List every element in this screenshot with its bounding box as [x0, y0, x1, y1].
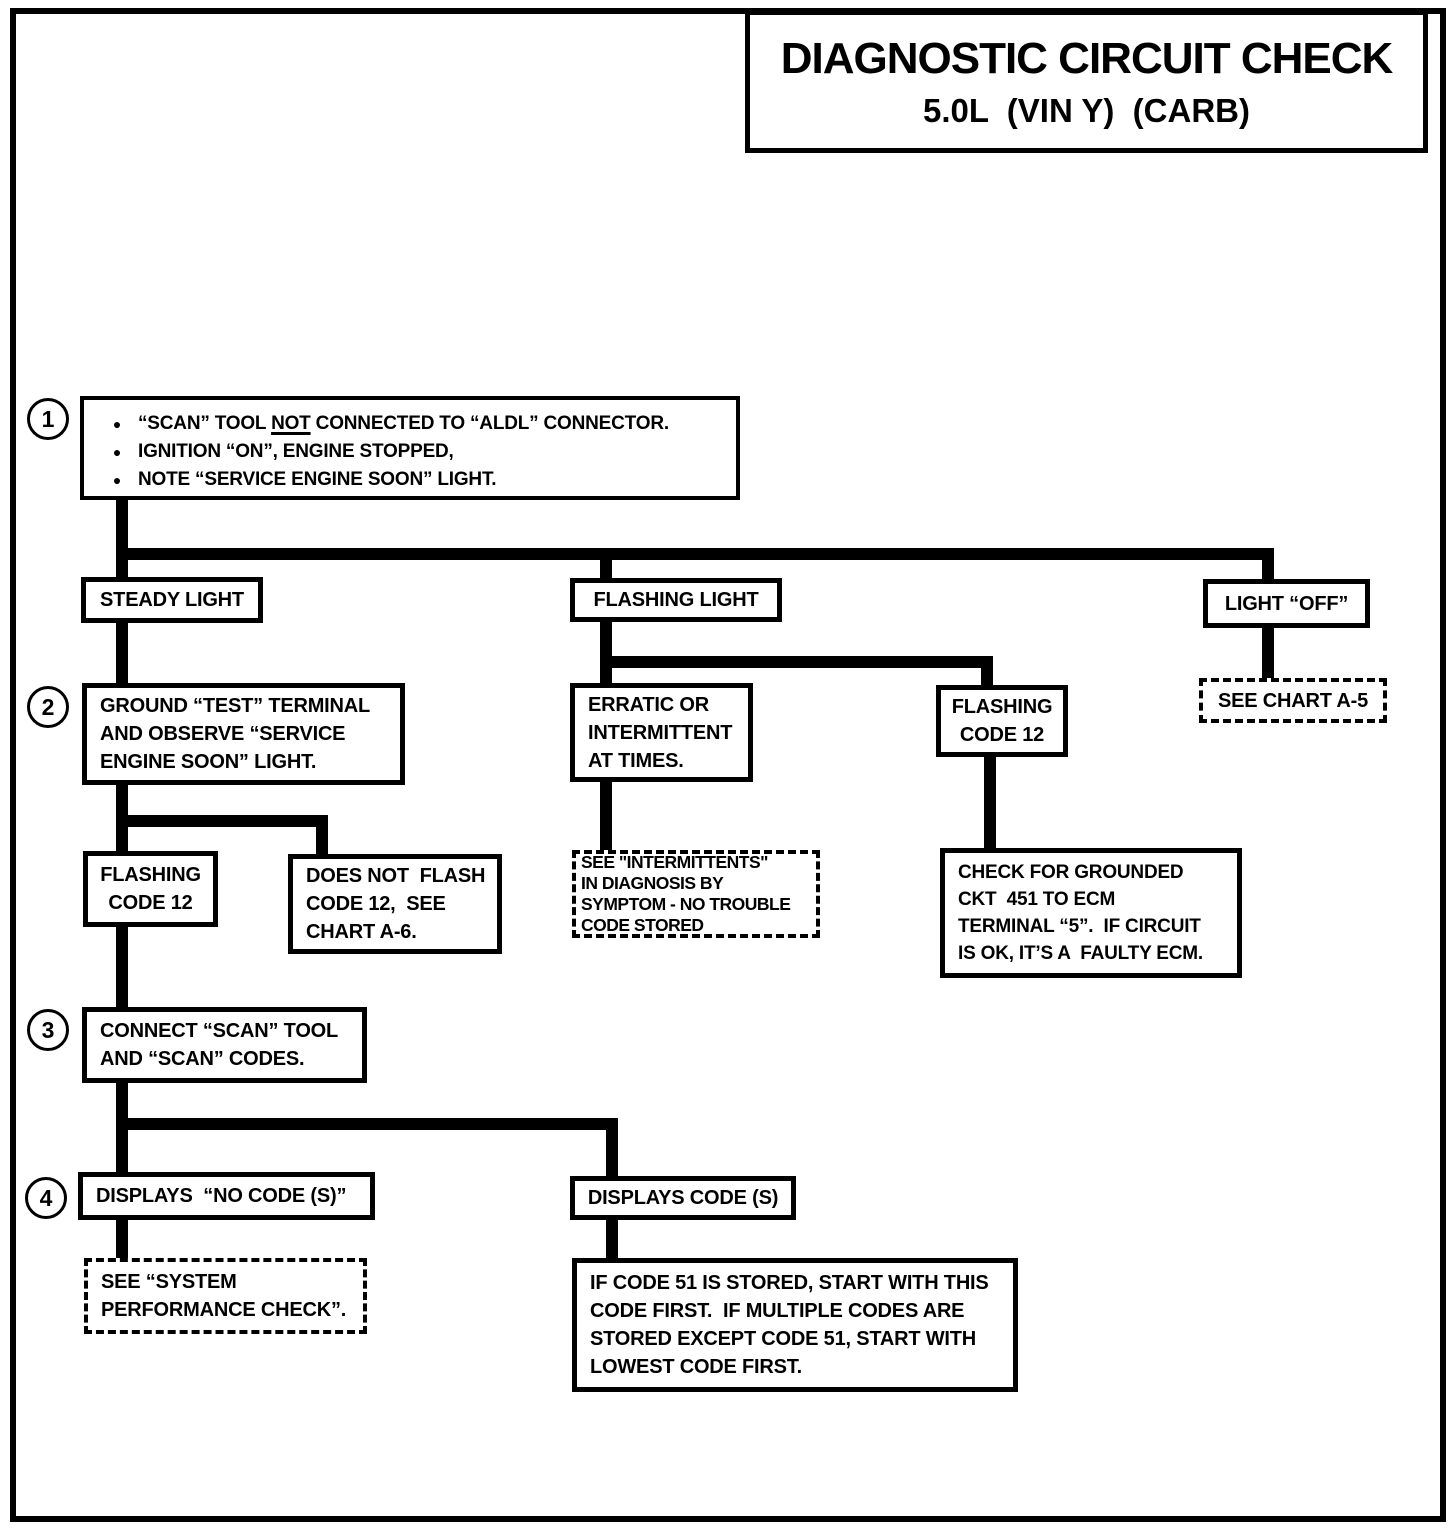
node-connect-scan-tool: CONNECT “SCAN” TOOL AND “SCAN” CODES. — [82, 1007, 367, 1083]
node-displays-codes: DISPLAYS CODE (S) — [570, 1176, 796, 1220]
start-bullet-1: ● “SCAN” TOOL NOT CONNECTED TO “ALDL” CO… — [96, 410, 728, 438]
node-system-performance-check: SEE “SYSTEM PERFORMANCE CHECK”. — [84, 1258, 367, 1334]
node-erratic-intermittent: ERRATIC OR INTERMITTENT AT TIMES. — [570, 683, 753, 782]
step-marker-1: 1 — [27, 398, 69, 440]
node-ground-test-terminal: GROUND “TEST” TERMINAL AND OBSERVE “SERV… — [82, 683, 405, 785]
node-displays-no-codes: DISPLAYS “NO CODE (S)” — [78, 1172, 375, 1220]
node-code-51-priority: IF CODE 51 IS STORED, START WITH THIS CO… — [572, 1258, 1018, 1392]
start-bullet-3: ● NOTE “SERVICE ENGINE SOON” LIGHT. — [96, 466, 728, 494]
node-steady-light: STEADY LIGHT — [81, 577, 263, 623]
node-does-not-flash-code-12: DOES NOT FLASH CODE 12, SEE CHART A-6. — [288, 854, 502, 954]
connector-main-branch — [116, 548, 1274, 560]
bullet-icon: ● — [112, 472, 122, 488]
step-marker-4: 4 — [25, 1177, 67, 1219]
node-see-chart-a5: SEE CHART A-5 — [1199, 678, 1387, 723]
node-see-intermittents: SEE "INTERMITTENTS" IN DIAGNOSIS BY SYMP… — [572, 850, 820, 938]
underlined-not: NOT — [271, 413, 311, 434]
connector-steady-drop — [116, 560, 128, 578]
connector-code12-to-connect — [116, 927, 128, 1007]
bullet-icon: ● — [112, 416, 122, 432]
connector-flashing-down — [600, 622, 612, 683]
page-title: DIAGNOSTIC CIRCUIT CHECK — [780, 33, 1394, 83]
page-border — [10, 8, 1446, 1522]
node-flashing-light: FLASHING LIGHT — [570, 578, 782, 622]
connector-flashing-drop — [600, 560, 612, 578]
start-bullet-2: ● IGNITION “ON”, ENGINE STOPPED, — [96, 438, 728, 466]
connector-steady-to-ground — [116, 623, 128, 683]
connector-codes-down — [606, 1220, 618, 1258]
connector-code12right-down — [984, 757, 996, 848]
node-check-grounded-ckt451: CHECK FOR GROUNDED CKT 451 TO ECM TERMIN… — [940, 848, 1242, 978]
page-subtitle: 5.0L (VIN Y) (CARB) — [923, 91, 1250, 129]
connector-lightoff-drop — [1262, 560, 1274, 580]
step-marker-2: 2 — [27, 686, 69, 728]
bullet-icon: ● — [112, 444, 122, 460]
node-light-off: LIGHT “OFF” — [1203, 579, 1370, 628]
node-flashing-code-12-right: FLASHING CODE 12 — [936, 685, 1068, 757]
connector-code12right-drop — [981, 656, 993, 686]
connector-displayscodes-drop — [606, 1118, 618, 1176]
connector-erratic-down — [600, 782, 612, 850]
connector-start-down — [116, 500, 128, 548]
connector-connect-branch — [116, 1118, 618, 1130]
title-box: DIAGNOSTIC CIRCUIT CHECK 5.0L (VIN Y) (C… — [745, 10, 1428, 153]
node-flashing-code-12-left: FLASHING CODE 12 — [83, 851, 218, 927]
node-start-conditions: ● “SCAN” TOOL NOT CONNECTED TO “ALDL” CO… — [80, 396, 740, 500]
connector-ground-branch — [116, 815, 328, 827]
connector-flashing-branch — [600, 656, 993, 668]
connector-doesnotflash-drop — [316, 815, 328, 855]
connector-lightoff-down — [1262, 628, 1274, 678]
connector-nocodes-down — [116, 1220, 128, 1260]
step-marker-3: 3 — [27, 1009, 69, 1051]
